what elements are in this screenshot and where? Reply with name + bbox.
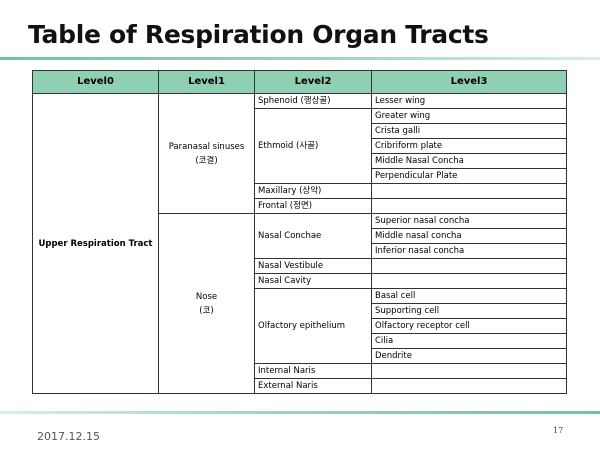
level2-cell: Sphenoid (행상골) (254, 93, 372, 109)
level3-cell: Cilia (371, 333, 567, 349)
level3-cell (371, 363, 567, 379)
level3-cell: Inferior nasal concha (371, 243, 567, 259)
header-level2: Level2 (254, 70, 372, 94)
page-number: 17 (553, 426, 564, 435)
level2-cell: Maxillary (상악) (254, 183, 372, 199)
level2-cell: External Naris (254, 378, 372, 394)
level2-cell: Nasal Vestibule (254, 258, 372, 274)
respiration-tracts-table: Level0 Level1 Level2 Level3 Upper Respir… (32, 70, 567, 394)
table-row: Frontal (정면) (33, 198, 567, 214)
level3-cell: Supporting cell (371, 303, 567, 319)
level1-label: Paranasal sinuses (168, 141, 245, 152)
level3-cell: Middle nasal concha (371, 228, 567, 244)
table-header-row: Level0 Level1 Level2 Level3 (32, 70, 567, 94)
level1-sublabel: (코결) (195, 155, 218, 166)
level3-cell (371, 273, 567, 289)
level3-cell: Dendrite (371, 348, 567, 364)
level3-cell: Perpendicular Plate (371, 168, 567, 184)
level3-cell: Greater wing (371, 108, 567, 124)
level3-cell (371, 258, 567, 274)
table-row: Maxillary (상악) (33, 183, 567, 199)
level3-cell: Lesser wing (371, 93, 567, 109)
table-row: Nasal Vestibule (33, 258, 567, 274)
level3-cell: Basal cell (371, 288, 567, 304)
slide-date: 2017.12.15 (37, 430, 100, 443)
footer-divider (0, 411, 600, 414)
level3-cell (371, 183, 567, 199)
slide-title: Table of Respiration Organ Tracts (28, 20, 489, 49)
level1-sublabel: (코) (199, 305, 214, 316)
level3-cell: Crista galli (371, 123, 567, 139)
title-divider (0, 57, 600, 60)
level2-cell: Internal Naris (254, 363, 372, 379)
header-level0: Level0 (32, 70, 159, 94)
level2-cell: Nasal Conchae (254, 213, 372, 259)
level2-cell: Olfactory epithelium (254, 288, 372, 364)
level1-cell: Paranasal sinuses (코결) (158, 93, 255, 214)
header-level1: Level1 (158, 70, 255, 94)
level3-cell: Olfactory receptor cell (371, 318, 567, 334)
level2-cell: Ethmoid (사골) (254, 108, 372, 184)
level2-cell: Nasal Cavity (254, 273, 372, 289)
level2-cell: Frontal (정면) (254, 198, 372, 214)
level0-cell: Upper Respiration Tract (32, 93, 159, 394)
level3-cell (371, 378, 567, 394)
level1-cell: Nose (코) (158, 213, 255, 394)
level1-label: Nose (195, 291, 218, 302)
table-row: External Naris (33, 378, 567, 394)
level3-cell: Superior nasal concha (371, 213, 567, 229)
level3-cell: Middle Nasal Concha (371, 153, 567, 169)
header-level3: Level3 (371, 70, 567, 94)
level3-cell (371, 198, 567, 214)
level3-cell: Cribriform plate (371, 138, 567, 154)
